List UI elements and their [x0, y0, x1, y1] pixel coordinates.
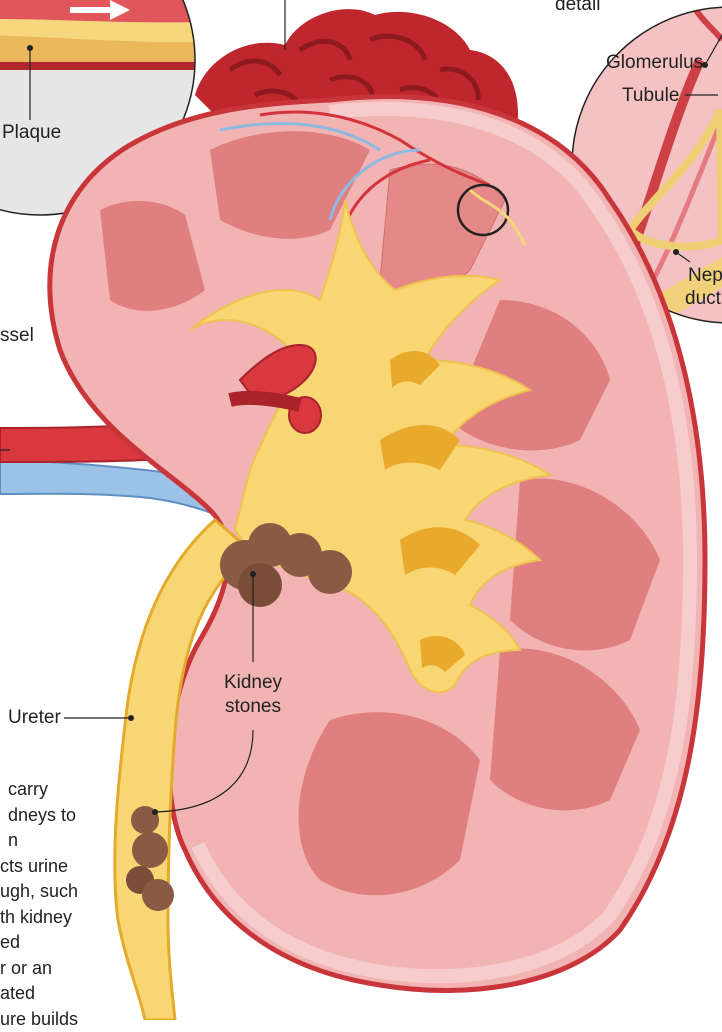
nephron-duct-label-2: duct: [685, 288, 721, 310]
tubule-label: Tubule: [622, 85, 679, 107]
body-text-line: n: [0, 828, 78, 854]
kidney-stones-label-1: Kidney: [222, 672, 284, 694]
body-text-line: ure builds: [0, 1007, 78, 1032]
body-text-line: cts urine: [0, 854, 78, 880]
body-text-line: ugh, such: [0, 879, 78, 905]
vessel-label: ssel: [0, 325, 34, 347]
plaque-label: Plaque: [2, 122, 61, 144]
body-text: carry dneys to n cts urine ugh, such th …: [0, 777, 78, 1032]
ureter-label: Ureter: [8, 707, 61, 729]
body-text-line: dneys to: [0, 803, 78, 829]
body-text-line: ated: [0, 981, 78, 1007]
glomerulus-label: Glomerulus: [606, 52, 703, 74]
kidney-stones-label-2: stones: [222, 696, 284, 718]
detail-label: detail: [555, 0, 600, 16]
body-text-line: r or an: [0, 956, 78, 982]
body-text-line: ed: [0, 930, 78, 956]
body-text-line: th kidney: [0, 905, 78, 931]
nephron-duct-label-1: Nep: [688, 265, 722, 287]
body-text-line: carry: [0, 777, 78, 803]
